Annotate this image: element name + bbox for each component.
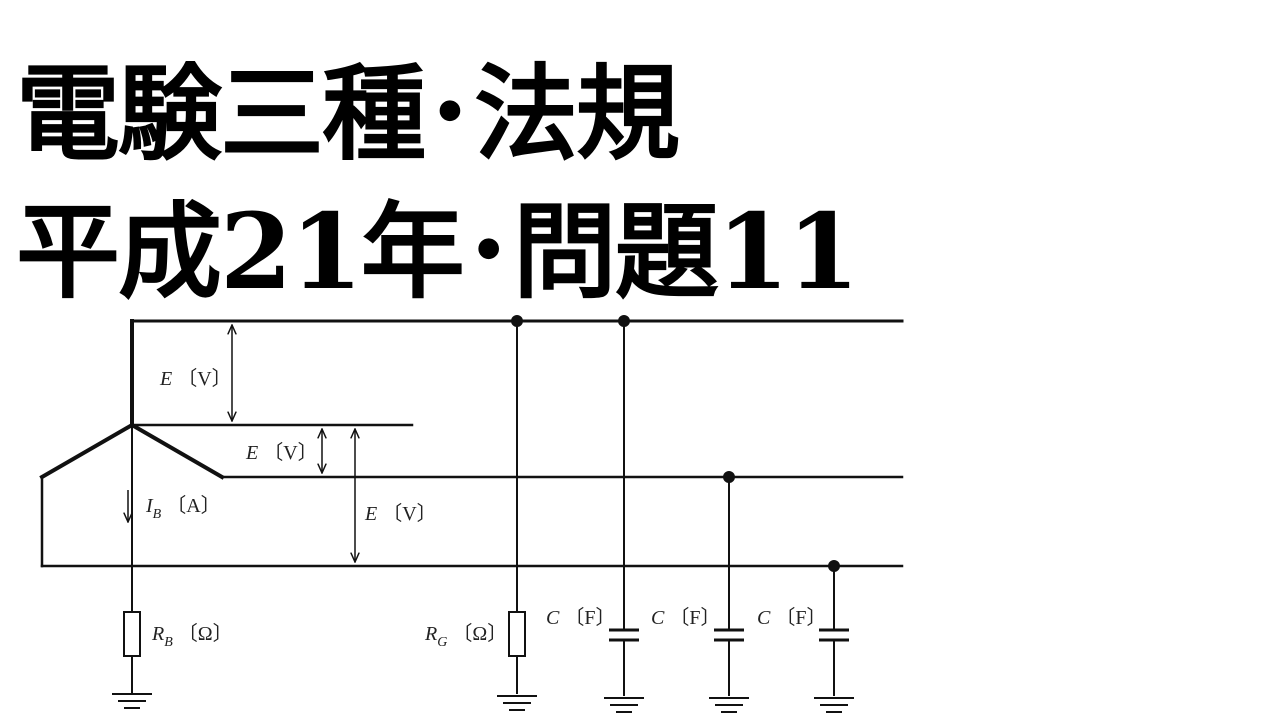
voltage-label-top: E〔V〕 [159, 367, 232, 390]
right-diagonal [129, 422, 225, 480]
neutral-resistor-label: RB〔Ω〕 [151, 622, 233, 650]
ground-symbol-1 [112, 693, 152, 709]
title-line-1: 電験三種･法規 [16, 52, 680, 175]
fault-branch [497, 315, 537, 711]
left-diagonal [39, 422, 135, 480]
capacitor-branch-1 [604, 315, 644, 713]
capacitor-branch-2 [709, 471, 749, 713]
capacitor-label-1: C〔F〕 [546, 606, 615, 629]
voltage-label-middle: E〔V〕 [245, 441, 318, 464]
voltage-arrows [128, 325, 355, 562]
capacitor-label-3: C〔F〕 [757, 606, 826, 629]
current-label: IB〔A〕 [145, 494, 221, 522]
voltage-label-long: E〔V〕 [364, 502, 437, 525]
neutral-resistor [123, 611, 141, 657]
capacitor-label-2: C〔F〕 [651, 606, 720, 629]
title-line-2: 平成21年･問題11 [16, 190, 859, 313]
capacitor-branch-3 [814, 560, 854, 713]
fault-resistor-label: RG〔Ω〕 [424, 622, 507, 650]
